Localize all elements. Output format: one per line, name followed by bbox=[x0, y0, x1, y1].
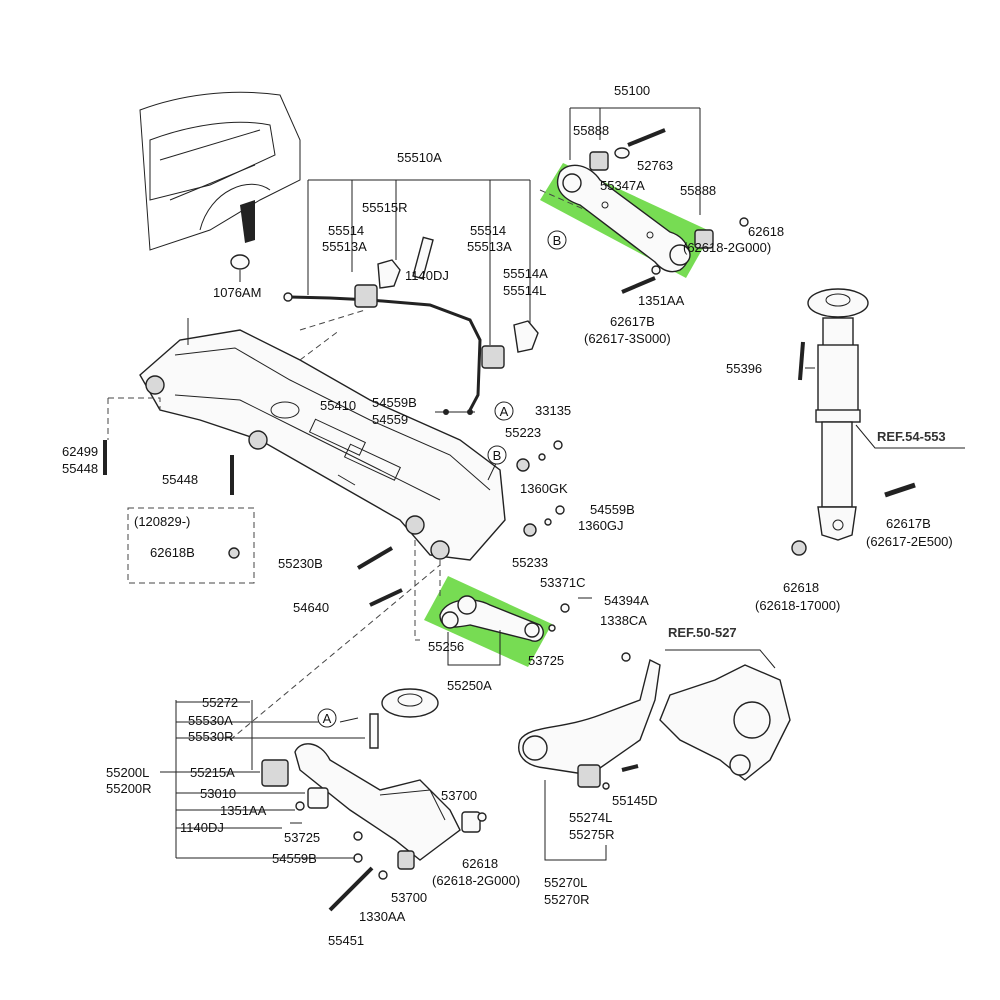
svg-text:B: B bbox=[493, 448, 502, 463]
label-55200r: 55200R bbox=[106, 781, 152, 796]
label-53725: 53725 bbox=[284, 830, 320, 845]
label-54559b: 54559B bbox=[272, 851, 317, 866]
label-53010: 53010 bbox=[200, 786, 236, 801]
label-55250a: 55250A bbox=[447, 678, 492, 693]
label-55514l: 55514L bbox=[503, 283, 546, 298]
label-54559b: 54559B bbox=[590, 502, 635, 517]
label-55410: 55410 bbox=[320, 398, 356, 413]
label-55530a: 55530A bbox=[188, 713, 233, 728]
label-1360gj: 1360GJ bbox=[578, 518, 624, 533]
label-55396: 55396 bbox=[726, 361, 762, 376]
label-1360gk: 1360GK bbox=[520, 481, 568, 496]
label-55448: 55448 bbox=[162, 472, 198, 487]
label-55270l: 55270L bbox=[544, 875, 587, 890]
upper-arm-assembly bbox=[556, 107, 749, 294]
label-1351aa: 1351AA bbox=[220, 803, 267, 818]
label-ref-50-527: REF.50-527 bbox=[668, 625, 737, 640]
lower-arm-assembly bbox=[439, 595, 556, 666]
label-55272: 55272 bbox=[202, 695, 238, 710]
label-55515r: 55515R bbox=[362, 200, 408, 215]
dashed-leaders bbox=[107, 189, 621, 741]
label-55215a: 55215A bbox=[190, 765, 235, 780]
car-body-illustration bbox=[139, 91, 301, 270]
stabilizer-bar-assembly bbox=[283, 179, 539, 411]
callout-b-top: B bbox=[547, 230, 567, 250]
label-55274l: 55274L bbox=[569, 810, 612, 825]
label-62617-3s000: (62617-3S000) bbox=[584, 331, 671, 346]
label-55510a: 55510A bbox=[397, 150, 442, 165]
label-1076am: 1076AM bbox=[213, 285, 261, 300]
label-33135: 33135 bbox=[535, 403, 571, 418]
label-55233: 55233 bbox=[512, 555, 548, 570]
label-62618b: 62618B bbox=[150, 545, 195, 560]
label-62499: 62499 bbox=[62, 444, 98, 459]
label-62618-2g000: (62618-2G000) bbox=[683, 240, 771, 255]
label-55514: 55514 bbox=[328, 223, 364, 238]
callout-a-bottom: A bbox=[317, 708, 337, 728]
label-1338ca: 1338CA bbox=[600, 613, 647, 628]
label-55513a: 55513A bbox=[322, 239, 367, 254]
label-55888: 55888 bbox=[573, 123, 609, 138]
label-55448: 55448 bbox=[62, 461, 98, 476]
label-55145d: 55145D bbox=[612, 793, 658, 808]
label-55888: 55888 bbox=[680, 183, 716, 198]
callout-b-mid: B bbox=[487, 445, 507, 465]
label-55256: 55256 bbox=[428, 639, 464, 654]
label-55530r: 55530R bbox=[188, 729, 234, 744]
label-62618-17000: (62618-17000) bbox=[755, 598, 840, 613]
label-55100: 55100 bbox=[614, 83, 650, 98]
label-62618: 62618 bbox=[783, 580, 819, 595]
label-54559b: 54559B bbox=[372, 395, 417, 410]
label-1140dj: 1140DJ bbox=[405, 268, 449, 283]
label-62618-2g000: (62618-2G000) bbox=[432, 873, 520, 888]
label-62617-2e500: (62617-2E500) bbox=[866, 534, 953, 549]
label-53725: 53725 bbox=[528, 653, 564, 668]
mid-small-parts bbox=[103, 409, 631, 662]
label-55513a: 55513A bbox=[467, 239, 512, 254]
callout-a-top: A bbox=[494, 401, 514, 421]
label-1351aa: 1351AA bbox=[638, 293, 685, 308]
label-55451: 55451 bbox=[328, 933, 364, 948]
svg-text:A: A bbox=[323, 711, 332, 726]
label-62617b: 62617B bbox=[610, 314, 655, 329]
label-54640: 54640 bbox=[293, 600, 329, 615]
trailing-arm-knuckle bbox=[518, 658, 791, 861]
label-55514: 55514 bbox=[470, 223, 506, 238]
label-55270r: 55270R bbox=[544, 892, 590, 907]
label-55230b: 55230B bbox=[278, 556, 323, 571]
label-53371c: 53371C bbox=[540, 575, 586, 590]
label-55200l: 55200L bbox=[106, 765, 149, 780]
label-1140dj: 1140DJ bbox=[180, 820, 224, 835]
lower-control-arm bbox=[175, 688, 487, 912]
shock-absorber bbox=[791, 288, 916, 556]
label-ref-54-553: REF.54-553 bbox=[877, 429, 946, 444]
svg-text:B: B bbox=[553, 233, 562, 248]
label-52763: 52763 bbox=[637, 158, 673, 173]
label-53700: 53700 bbox=[441, 788, 477, 803]
label-53700: 53700 bbox=[391, 890, 427, 905]
leader-lines bbox=[160, 270, 965, 859]
label-54394a: 54394A bbox=[604, 593, 649, 608]
label-62618: 62618 bbox=[748, 224, 784, 239]
label-54559: 54559 bbox=[372, 412, 408, 427]
label-55514a: 55514A bbox=[503, 266, 548, 281]
label-55275r: 55275R bbox=[569, 827, 615, 842]
label-62618: 62618 bbox=[462, 856, 498, 871]
label-55223: 55223 bbox=[505, 425, 541, 440]
label-1330aa: 1330AA bbox=[359, 909, 406, 924]
label-55347a: 55347A bbox=[600, 178, 645, 193]
subframe-crossmember bbox=[139, 318, 506, 561]
label-62617b: 62617B bbox=[886, 516, 931, 531]
label-120829: (120829-) bbox=[134, 514, 190, 529]
svg-text:A: A bbox=[500, 404, 509, 419]
part-labels: 55100 55888 52763 55347A 55888 62618 (62… bbox=[62, 83, 953, 948]
